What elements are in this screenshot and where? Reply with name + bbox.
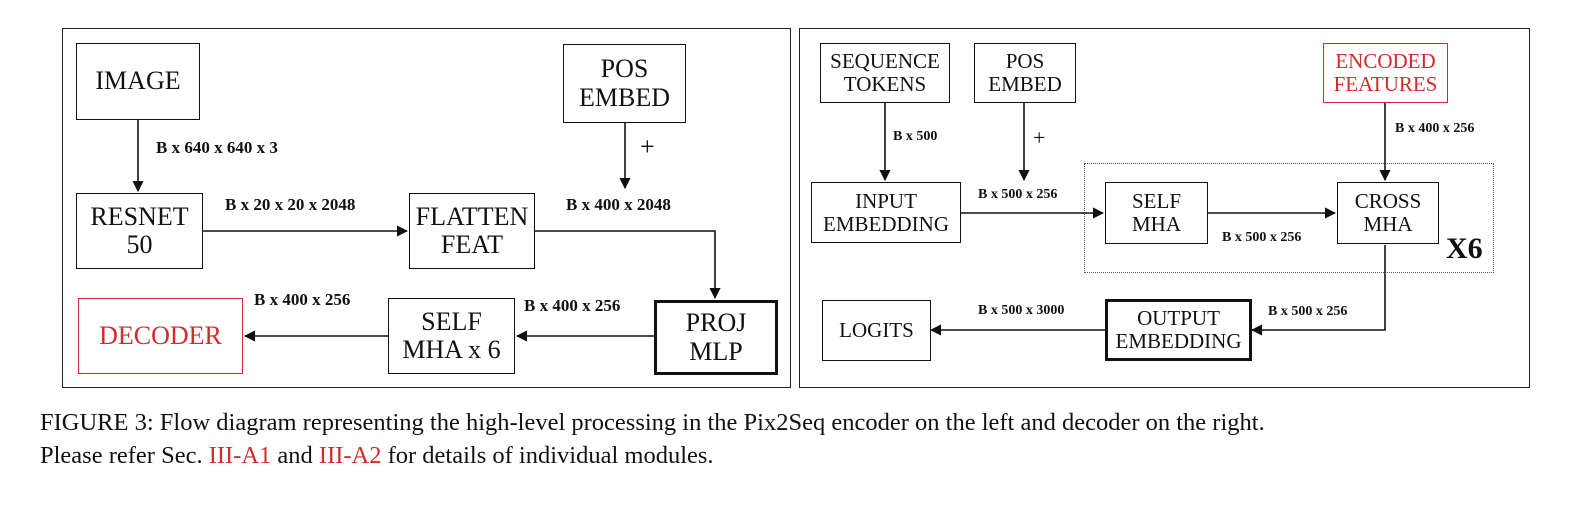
edge-label-self-cross: B x 500 x 256 <box>1222 230 1302 245</box>
proj-mlp-node: PROJ MLP <box>654 300 778 375</box>
caption-text-post: for details of individual modules. <box>381 442 714 470</box>
caption-text-pre: Please refer Sec. <box>40 442 209 470</box>
sequence-tokens-node: SEQUENCE TOKENS <box>820 43 950 103</box>
section-ref-link-1[interactable]: III-A1 <box>208 442 272 470</box>
edge-label-resnet-flatten: B x 20 x 20 x 2048 <box>225 195 356 214</box>
output-embedding-node: OUTPUT EMBEDDING <box>1105 299 1252 361</box>
repeat-x6-label: X6 <box>1446 232 1483 265</box>
plus-sign-decoder: + <box>1033 125 1046 150</box>
edge-label-cross-output: B x 500 x 256 <box>1268 304 1348 319</box>
caption-line-2: Please refer Sec. III-A1 and III-A2 for … <box>40 439 1570 472</box>
edge-label-flatten-proj: B x 400 x 2048 <box>566 195 671 214</box>
decoder-panel <box>799 28 1530 388</box>
self-mha-x6-node: SELF MHA x 6 <box>388 298 515 374</box>
logits-node: LOGITS <box>822 300 931 361</box>
input-embedding-node: INPUT EMBEDDING <box>811 182 961 243</box>
edge-label-proj-mha: B x 400 x 256 <box>524 296 621 315</box>
figure-caption: FIGURE 3: Flow diagram representing the … <box>40 406 1570 472</box>
section-ref-link-2[interactable]: III-A2 <box>318 442 382 470</box>
edge-label-mha-decoder: B x 400 x 256 <box>254 290 351 309</box>
edge-label-features-cross: B x 400 x 256 <box>1395 121 1475 136</box>
image-node: IMAGE <box>76 43 200 120</box>
repeat-block <box>1084 163 1494 273</box>
caption-text-mid: and <box>271 442 319 470</box>
edge-cross-output <box>1250 245 1386 336</box>
encoder-panel <box>62 28 791 388</box>
edge-label-image-resnet: B x 640 x 640 x 3 <box>156 138 278 157</box>
pos-embed-node-decoder: POS EMBED <box>974 43 1076 103</box>
edge-label-output-logits: B x 500 x 3000 <box>978 303 1065 318</box>
edge-label-tokens-input: B x 500 <box>893 129 938 144</box>
cross-mha-node: CROSS MHA <box>1337 182 1439 244</box>
edge-flatten-proj <box>535 230 721 300</box>
decoder-node: DECODER <box>78 298 243 374</box>
plus-sign-encoder: + <box>640 132 655 161</box>
caption-line-1: FIGURE 3: Flow diagram representing the … <box>40 409 1265 436</box>
resnet-node: RESNET 50 <box>76 193 203 269</box>
pos-embed-node: POS EMBED <box>563 44 686 123</box>
self-mha-node: SELF MHA <box>1105 182 1208 244</box>
flatten-feat-node: FLATTEN FEAT <box>409 193 535 269</box>
encoded-features-node: ENCODED FEATURES <box>1323 43 1448 103</box>
edge-label-input-self: B x 500 x 256 <box>978 187 1058 202</box>
